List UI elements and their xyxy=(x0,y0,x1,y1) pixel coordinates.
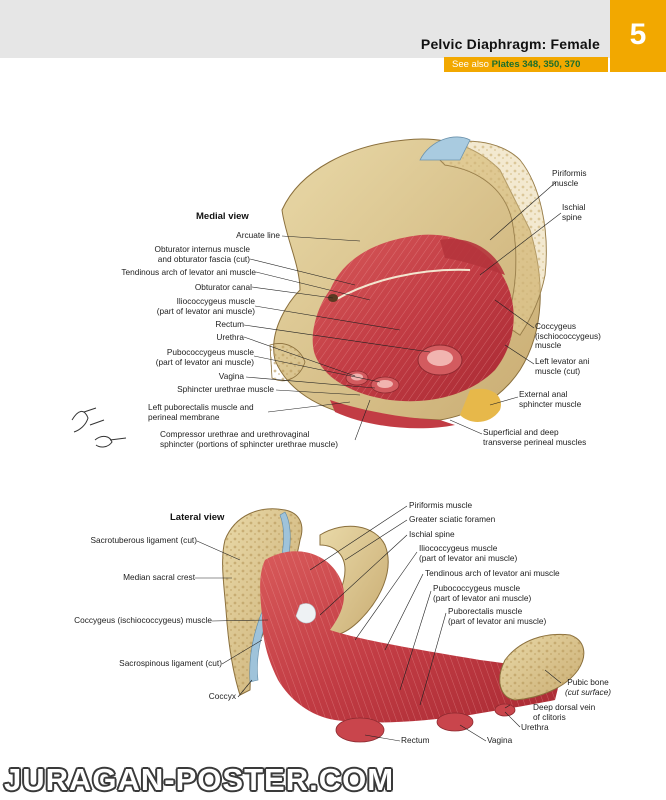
label-left-puborectalis-line1: Left puborectalis muscle and xyxy=(148,402,254,412)
label-urethra-medial: Urethra xyxy=(216,332,244,342)
label-compressor-urethrae-line2: sphincter (portions of sphincter urethra… xyxy=(160,438,339,449)
label-transverse-perineal-line2: transverse perineal muscles xyxy=(483,436,587,447)
label-pubic-bone-line2: (cut surface) xyxy=(564,686,612,697)
plate-number-box: 5 xyxy=(610,0,666,72)
label-pubic-bone: Pubic bone (cut surface) xyxy=(560,677,616,697)
label-left-levator-ani: Left levator ani muscle (cut) xyxy=(535,356,590,376)
see-also-plates-link[interactable]: Plates 348, 350, 370 xyxy=(491,59,581,70)
label-puborectalis-lateral-line1: Puborectalis muscle xyxy=(448,606,523,616)
label-compressor-urethrae: Compressor urethrae and urethrovaginal s… xyxy=(160,429,339,449)
label-pubococcygeus-medial: Pubococcygeus muscle (part of levator an… xyxy=(155,347,254,367)
label-compressor-urethrae-line1: Compressor urethrae and urethrovaginal xyxy=(160,429,310,439)
label-piriformis-lateral: Piriformis muscle xyxy=(409,500,473,510)
label-external-anal-sphincter-line2: sphincter muscle xyxy=(519,398,582,409)
label-sphincter-urethrae: Sphincter urethrae muscle xyxy=(177,384,274,394)
plate-number: 5 xyxy=(629,18,647,51)
watermark-text: JURAGAN-POSTER.COM xyxy=(4,762,395,797)
label-pubococcygeus-lateral: Pubococcygeus muscle (part of levator an… xyxy=(433,583,532,603)
label-left-levator-ani-line2: muscle (cut) xyxy=(535,365,581,376)
label-coccygeus-medial-line2: (ischiococcygeus) xyxy=(535,330,601,341)
label-rectum-medial: Rectum xyxy=(215,319,244,329)
lateral-view-drawing xyxy=(195,505,585,743)
label-piriformis-medial: Piriformis muscle xyxy=(552,168,587,188)
label-iliococcygeus: Iliococcygeus muscle (part of levator an… xyxy=(156,296,255,316)
label-median-sacral-crest: Median sacral crest xyxy=(123,572,195,582)
page-title: Pelvic Diaphragm: Female xyxy=(420,36,600,52)
label-left-levator-ani-line1: Left levator ani xyxy=(535,356,590,366)
label-iliococcygeus-lateral-line2: (part of levator ani muscle) xyxy=(419,552,518,563)
label-iliococcygeus-lateral-line1: Iliococcygeus muscle xyxy=(419,543,498,553)
label-piriformis-medial-line2: muscle xyxy=(552,177,579,188)
label-coccyx: Coccyx xyxy=(208,691,236,701)
medial-sacrum xyxy=(429,140,547,336)
artist-signatures xyxy=(71,407,127,448)
label-coccygeus-medial-line1: Coccygeus xyxy=(535,321,577,331)
label-vagina-medial: Vagina xyxy=(218,371,244,381)
label-puborectalis-lateral: Puborectalis muscle (part of levator ani… xyxy=(448,606,547,626)
label-sacrotuberous: Sacrotuberous ligament (cut) xyxy=(90,535,197,545)
see-also-bar: See also Plates 348, 350, 370 xyxy=(444,57,608,72)
label-obturator-internus-line1: Obturator internus muscle xyxy=(154,244,250,254)
label-transverse-perineal-line1: Superficial and deep xyxy=(483,427,559,437)
lateral-view-title: Lateral view xyxy=(170,512,225,523)
label-vagina-lateral: Vagina xyxy=(487,735,513,745)
label-urethra-lateral: Urethra xyxy=(521,722,549,732)
label-external-anal-sphincter: External anal sphincter muscle xyxy=(519,389,582,409)
medial-view-title: Medial view xyxy=(196,211,249,222)
label-puborectalis-lateral-line2: (part of levator ani muscle) xyxy=(448,615,547,626)
label-iliococcygeus-lateral: Iliococcygeus muscle (part of levator an… xyxy=(419,543,518,563)
label-iliococcygeus-line2: (part of levator ani muscle) xyxy=(156,305,255,316)
label-tendinous-arch: Tendinous arch of levator ani muscle xyxy=(121,267,256,277)
label-transverse-perineal: Superficial and deep transverse perineal… xyxy=(483,427,587,447)
label-arcuate-line: Arcuate line xyxy=(236,230,280,240)
label-ischial-spine-medial-line1: Ischial xyxy=(562,202,586,212)
label-deep-dorsal-vein-line1: Deep dorsal vein xyxy=(533,702,596,712)
label-obturator-internus: Obturator internus muscle and obturator … xyxy=(154,244,250,264)
label-pubic-bone-line1: Pubic bone xyxy=(567,677,609,687)
label-coccygeus-medial: Coccygeus (ischiococcygeus) muscle xyxy=(535,321,601,351)
label-rectum-lateral: Rectum xyxy=(401,735,430,745)
label-deep-dorsal-vein-line2: of clitoris xyxy=(533,711,566,722)
label-pubococcygeus-medial-line2: (part of levator ani muscle) xyxy=(155,356,254,367)
label-piriformis-medial-line1: Piriformis xyxy=(552,168,587,178)
label-greater-sciatic-foramen: Greater sciatic foramen xyxy=(409,514,496,524)
label-sacrospinous: Sacrospinous ligament (cut) xyxy=(119,658,222,668)
label-left-puborectalis-line2: perineal membrane xyxy=(148,411,220,422)
label-deep-dorsal-vein: Deep dorsal vein of clitoris xyxy=(533,702,596,722)
label-iliococcygeus-line1: Iliococcygeus muscle xyxy=(176,296,255,306)
label-pubococcygeus-medial-line1: Pubococcygeus muscle xyxy=(166,347,254,357)
label-ischial-spine-lateral: Ischial spine xyxy=(409,529,455,539)
label-ischial-spine-medial-line2: spine xyxy=(562,211,582,222)
label-tendinous-arch-lateral: Tendinous arch of levator ani muscle xyxy=(425,568,560,578)
label-left-puborectalis: Left puborectalis muscle and perineal me… xyxy=(148,402,254,422)
label-coccygeus-medial-line3: muscle xyxy=(535,340,562,350)
medial-view-drawing xyxy=(243,136,562,441)
label-pubococcygeus-lateral-line2: (part of levator ani muscle) xyxy=(433,592,532,603)
label-pubococcygeus-lateral-line1: Pubococcygeus muscle xyxy=(433,583,521,593)
label-obturator-canal: Obturator canal xyxy=(194,282,252,292)
label-external-anal-sphincter-line1: External anal xyxy=(519,389,568,399)
label-coccygeus-lateral: Coccygeus (ischiococcygeus) muscle xyxy=(74,615,212,625)
label-obturator-internus-line2: and obturator fascia (cut) xyxy=(157,253,250,264)
header-band xyxy=(0,0,610,58)
label-ischial-spine-medial: Ischial spine xyxy=(562,202,586,222)
see-also-prefix: See also xyxy=(452,59,489,70)
